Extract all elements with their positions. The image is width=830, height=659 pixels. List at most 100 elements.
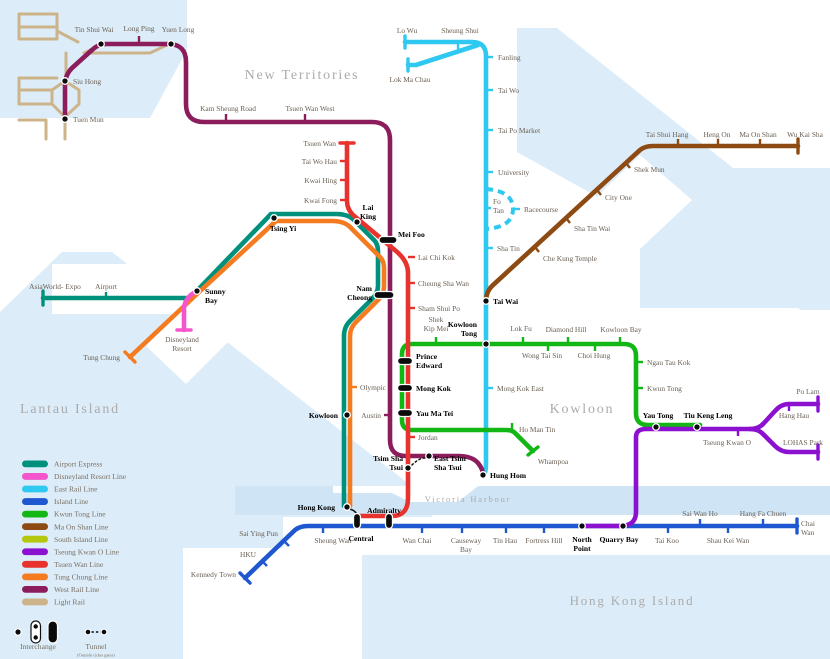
- legend-swatch-disneyland-resort-line: [22, 473, 48, 480]
- line-path-light-rail: [55, 29, 80, 44]
- area-label-lantau-island: Lantau Island: [20, 402, 120, 417]
- station-label-ho-man-tin: Ho Man Tin: [519, 425, 555, 434]
- station-label-wan-chai: Wan Chai: [402, 536, 431, 545]
- line-path-kwun-tong: [399, 341, 703, 454]
- interchange-dot: [482, 340, 490, 348]
- station-label-ma-on-shan: Ma On Shan: [739, 130, 777, 139]
- line-light-rail: [17, 12, 169, 141]
- station-label-kam-sheung-road: Kam Sheung Road: [200, 104, 256, 113]
- station-label-austin: Austin: [361, 411, 381, 420]
- station-label-diamond-hill: Diamond Hill: [546, 325, 587, 334]
- legend-label-kwun-tong-line: Kwun Tong Line: [54, 510, 106, 519]
- interchange-dot: [97, 40, 105, 48]
- station-label-lai-chi-kok: Lai Chi Kok: [418, 253, 455, 262]
- legend-label-south-island-line: South Island Line: [54, 535, 109, 544]
- legend-label-east-rail-line: East Rail Line: [54, 485, 98, 494]
- legend-swatch-island-line: [22, 498, 48, 505]
- area-label-kowloon: Kowloon: [550, 402, 615, 417]
- legend-label-light-rail: Light Rail: [54, 598, 85, 607]
- station-label-quarry-bay: Quarry Bay: [599, 535, 638, 544]
- station-label-tsuen-wan: Tsuen Wan: [303, 139, 336, 148]
- line-ma-on-shan: [483, 137, 801, 304]
- station-label-hku: HKU: [240, 550, 257, 559]
- line-airport-express: [40, 211, 381, 509]
- station-label-wu-kai-sha: Wu Kai Sha: [787, 130, 824, 139]
- water-shape: [425, 548, 830, 659]
- interchange-dot: [61, 115, 69, 123]
- station-label-lo-wu: Lo Wu: [397, 26, 418, 35]
- station-label-hong-kong: Hong Kong: [298, 503, 336, 512]
- legend-label-disneyland-resort-line: Disneyland Resort Line: [54, 472, 127, 481]
- station-label-mong-kok-east: Mong Kok East: [497, 384, 545, 393]
- area-label-hong-kong-island: Hong Kong Island: [570, 593, 695, 608]
- station-label-tiu-keng-leng: Tiu Keng Leng: [684, 411, 733, 420]
- station-label-tsuen-wan-west: Tsuen Wan West: [286, 104, 336, 113]
- interchange-capsule: [378, 235, 398, 245]
- station-label-sai-ying-pun: Sai Ying Pun: [239, 529, 278, 538]
- interchange-dot: [353, 218, 361, 226]
- interchange-dot: [404, 464, 412, 472]
- station-label-yuen-long: Yuen Long: [162, 25, 195, 34]
- station-label-tin-shui-wai: Tin Shui Wai: [75, 25, 114, 34]
- tunnel-link: [411, 457, 426, 466]
- station-label-hang-hau: Hang Hau: [779, 411, 809, 420]
- station-label-airport: Airport: [95, 282, 118, 291]
- station-tick: [534, 246, 540, 253]
- station-label-yau-tong: Yau Tong: [643, 411, 674, 420]
- station-tick: [625, 162, 631, 169]
- legend-interchange-filled-capsule-icon: [47, 620, 59, 644]
- station-label-hung-hom: Hung Hom: [490, 471, 527, 480]
- station-label-olympic: Olympic: [360, 383, 387, 392]
- station-label-tai-po-market: Tai Po Market: [498, 126, 541, 135]
- interchange-dot: [619, 522, 627, 530]
- station-tick: [596, 189, 602, 196]
- interchange-dot: [167, 40, 175, 48]
- station-label-lohas-park: LOHAS Park: [783, 438, 823, 447]
- station-label-shau-kei-wan: Shau Kei Wan: [707, 536, 750, 545]
- station-tick: [261, 560, 268, 567]
- line-path-island: [242, 523, 800, 581]
- interchange-dot: [479, 471, 487, 479]
- legend-swatch-airport-express: [22, 460, 48, 468]
- station-label-sai-wan-ho: Sai Wan Ho: [682, 509, 718, 518]
- station-label-sheung-wan: Sheung Wan: [314, 536, 352, 545]
- station-label-tai-shui-hang: Tai Shui Hang: [646, 130, 689, 139]
- station-label-lok-ma-chau: Lok Ma Chau: [389, 75, 430, 84]
- station-tick: [565, 217, 571, 224]
- line-path-airport-express: [40, 211, 381, 509]
- legend-swatch-west-rail-line: [22, 586, 48, 593]
- legend-swatch-east-rail-line: [22, 485, 48, 493]
- station-label-mong-kok: Mong Kok: [416, 384, 452, 393]
- line-tsuen-wan: [338, 140, 415, 519]
- land-shape: [333, 486, 478, 502]
- interchange-dot: [578, 522, 586, 530]
- line-path-west-rail: [62, 41, 486, 478]
- station-label-kwun-tong: Kwun Tong: [647, 384, 682, 393]
- station-label-tai-wo: Tai Wo: [498, 86, 519, 95]
- legend-label-tsuen-wan-line: Tsuen Wan Line: [54, 560, 104, 569]
- line-island: [238, 517, 800, 585]
- station-tick: [283, 540, 290, 547]
- line-dashed-path-east-rail: [485, 187, 516, 231]
- terminus-bar: [123, 350, 137, 364]
- station-label-fortress-hill: Fortress Hill: [525, 536, 562, 545]
- legend-swatch-tsuen-wan-line: [22, 560, 48, 568]
- interchange-capsule: [352, 512, 362, 530]
- station-label-wong-tai-sin: Wong Tai Sin: [522, 351, 563, 360]
- station-label-racecourse: Racecourse: [524, 205, 559, 214]
- interchange-dot: [343, 503, 351, 511]
- line-path-tung-chung: [127, 218, 387, 509]
- legend-tunnel-sublabel: (Outside ticket gates): [77, 653, 115, 658]
- line-path-ma-on-shan: [483, 143, 801, 304]
- station-label-hang-fa-chuen: Hang Fa Chuen: [740, 509, 787, 518]
- legend-label-tung-chung-line: Tung Chung Line: [54, 572, 108, 581]
- station-label-central: Central: [349, 534, 374, 543]
